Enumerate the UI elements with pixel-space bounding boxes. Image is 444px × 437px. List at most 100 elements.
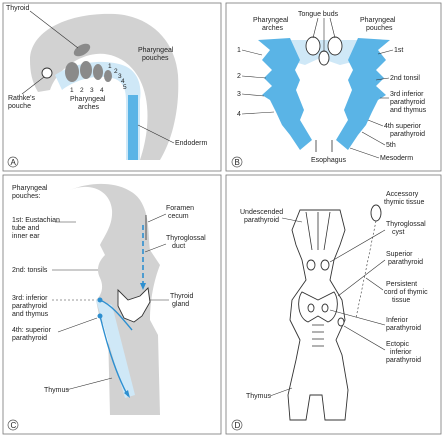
label-pharyngeal-pouches-b-2: pouches xyxy=(366,25,393,32)
label-b-3rd-1: 3rd inferior xyxy=(390,91,424,98)
label-endoderm: Endoderm xyxy=(175,140,207,147)
label-d-thymus: Thymus xyxy=(246,393,271,400)
label-c-pharyngeal-1: Pharyngeal xyxy=(12,185,48,192)
label-c-3rd-3: and thymus xyxy=(12,311,49,318)
label-d-superior-2: parathyroid xyxy=(388,259,423,266)
label-d-undescended-2: parathyroid xyxy=(244,217,279,224)
thyroid-gland-c xyxy=(117,287,151,323)
panel-a: Thyroid Pharyngeal pouches 1 2 3 4 5 1 2… xyxy=(2,2,222,172)
label-c-thymus: Thymus xyxy=(44,387,69,394)
tongue-bud-right xyxy=(327,36,343,56)
pouch-num-4: 4 xyxy=(121,78,125,85)
label-pharyngeal-arches-b-1: Pharyngeal xyxy=(253,17,289,24)
parathyroid-dot-superior xyxy=(97,297,103,303)
label-c-2nd: 2nd: tonsils xyxy=(12,267,48,274)
label-c-duct-1: Thyroglossal xyxy=(166,235,206,242)
pouch-num-2: 2 xyxy=(114,68,118,75)
thymus-descent-track xyxy=(96,300,135,398)
right-arches xyxy=(336,38,390,150)
label-rathkes-1: Rathke's xyxy=(8,95,36,102)
label-rathkes-2: pouche xyxy=(8,103,31,110)
panel-b-frame xyxy=(225,2,442,172)
label-c-1st-2: tube and xyxy=(12,225,39,232)
label-c-duct-2: duct xyxy=(172,243,185,250)
arch-num-1: 1 xyxy=(70,87,74,94)
label-b-4th-1: 4th superior xyxy=(384,123,422,130)
tongue-bud-center xyxy=(318,50,330,66)
label-pharyngeal-arches-a-2: arches xyxy=(78,104,100,111)
panel-d: Undescended parathyroid Accessory thymic… xyxy=(225,174,442,435)
label-d-superior-1: Superior xyxy=(386,251,413,258)
thymus-arrow xyxy=(99,315,129,397)
label-c-thyroid-1: Thyroid xyxy=(170,293,193,300)
panel-b: Pharyngeal arches Tongue buds Pharyngeal… xyxy=(225,2,442,172)
panel-d-frame xyxy=(225,174,442,435)
label-d-ectopic-3: parathyroid xyxy=(386,357,421,364)
label-c-3rd-2: parathyroid xyxy=(12,303,47,310)
arch-3 xyxy=(93,64,103,80)
embryo-head-shape xyxy=(30,13,179,160)
label-d-ectopic-1: Ectopic xyxy=(386,341,409,348)
arch-4 xyxy=(104,70,112,82)
label-b-1st: 1st xyxy=(394,47,403,54)
label-b-5th: 5th xyxy=(386,142,396,149)
thyroglossal-cyst-right xyxy=(320,259,330,271)
accessory-thymic-tissue xyxy=(370,204,382,222)
label-b-esophagus: Esophagus xyxy=(311,157,347,164)
label-c-foramen-1: Foramen xyxy=(166,205,194,212)
inferior-parathyroid-left xyxy=(307,303,315,313)
label-thyroid: Thyroid xyxy=(6,5,29,12)
panel-d-badge xyxy=(231,419,243,431)
label-c-thyroid-2: gland xyxy=(172,301,189,308)
panel-c-frame xyxy=(2,174,222,435)
panel-a-badge xyxy=(7,156,19,168)
arch-2 xyxy=(80,61,92,79)
parathyroid-dot-inferior xyxy=(97,313,103,319)
label-pharyngeal-arches-a-1: Pharyngeal xyxy=(70,96,106,103)
label-pharyngeal-pouches-a-1: Pharyngeal xyxy=(138,47,174,54)
pharynx-silhouette xyxy=(70,183,160,415)
label-tongue-buds: Tongue buds xyxy=(298,11,339,18)
panel-c-badge xyxy=(7,419,19,431)
pouch-num-5: 5 xyxy=(123,84,127,91)
arch-1 xyxy=(65,62,79,82)
label-d-inferior-2: parathyroid xyxy=(386,325,421,332)
label-d-persistent-2: cord of thymic xyxy=(384,289,428,296)
label-pharyngeal-arches-b-2: arches xyxy=(262,25,284,32)
thyroglossal-cyst-left xyxy=(306,259,316,271)
thyroid-primordium xyxy=(73,43,91,57)
label-b-4th-2: parathyroid xyxy=(390,131,425,138)
b-arch-num-3: 3 xyxy=(237,91,241,98)
pouch-num-3: 3 xyxy=(118,73,122,80)
trachea-rings xyxy=(312,324,324,347)
label-d-persistent-3: tissue xyxy=(392,297,410,304)
esophagus-tube xyxy=(315,140,333,152)
panel-b-letter: B xyxy=(235,158,240,167)
label-d-accessory-2: thymic tissue xyxy=(384,199,425,206)
b-arch-num-4: 4 xyxy=(237,111,241,118)
larynx-lines xyxy=(305,211,331,251)
ectopic-parathyroid xyxy=(337,317,345,327)
label-pharyngeal-pouches-b-1: Pharyngeal xyxy=(360,17,396,24)
rathkes-pouche-marker xyxy=(41,67,53,79)
inferior-parathyroid-right xyxy=(321,303,329,313)
label-c-3rd-1: 3rd: inferior xyxy=(12,295,48,302)
arch-num-4: 4 xyxy=(100,87,104,94)
label-c-1st-1: 1st: Eustachian xyxy=(12,217,60,224)
label-c-pharyngeal-2: pouches: xyxy=(12,193,40,200)
pouch-num-1: 1 xyxy=(108,63,112,70)
label-d-undescended-1: Undescended xyxy=(240,209,283,216)
arch-num-3: 3 xyxy=(90,87,94,94)
panel-b-badge xyxy=(231,156,243,168)
label-d-cyst-2: cyst xyxy=(392,229,405,236)
left-arches xyxy=(258,38,312,150)
panel-d-letter: D xyxy=(235,421,241,430)
label-b-3rd-2: parathyroid xyxy=(390,99,425,106)
label-d-ectopic-2: inferior xyxy=(390,349,412,356)
panel-a-frame xyxy=(2,2,222,172)
label-b-mesoderm: Mesoderm xyxy=(380,155,413,162)
panel-c-letter: C xyxy=(11,421,17,430)
tongue-bud-left xyxy=(305,36,321,56)
label-c-4th-1: 4th: superior xyxy=(12,327,52,334)
